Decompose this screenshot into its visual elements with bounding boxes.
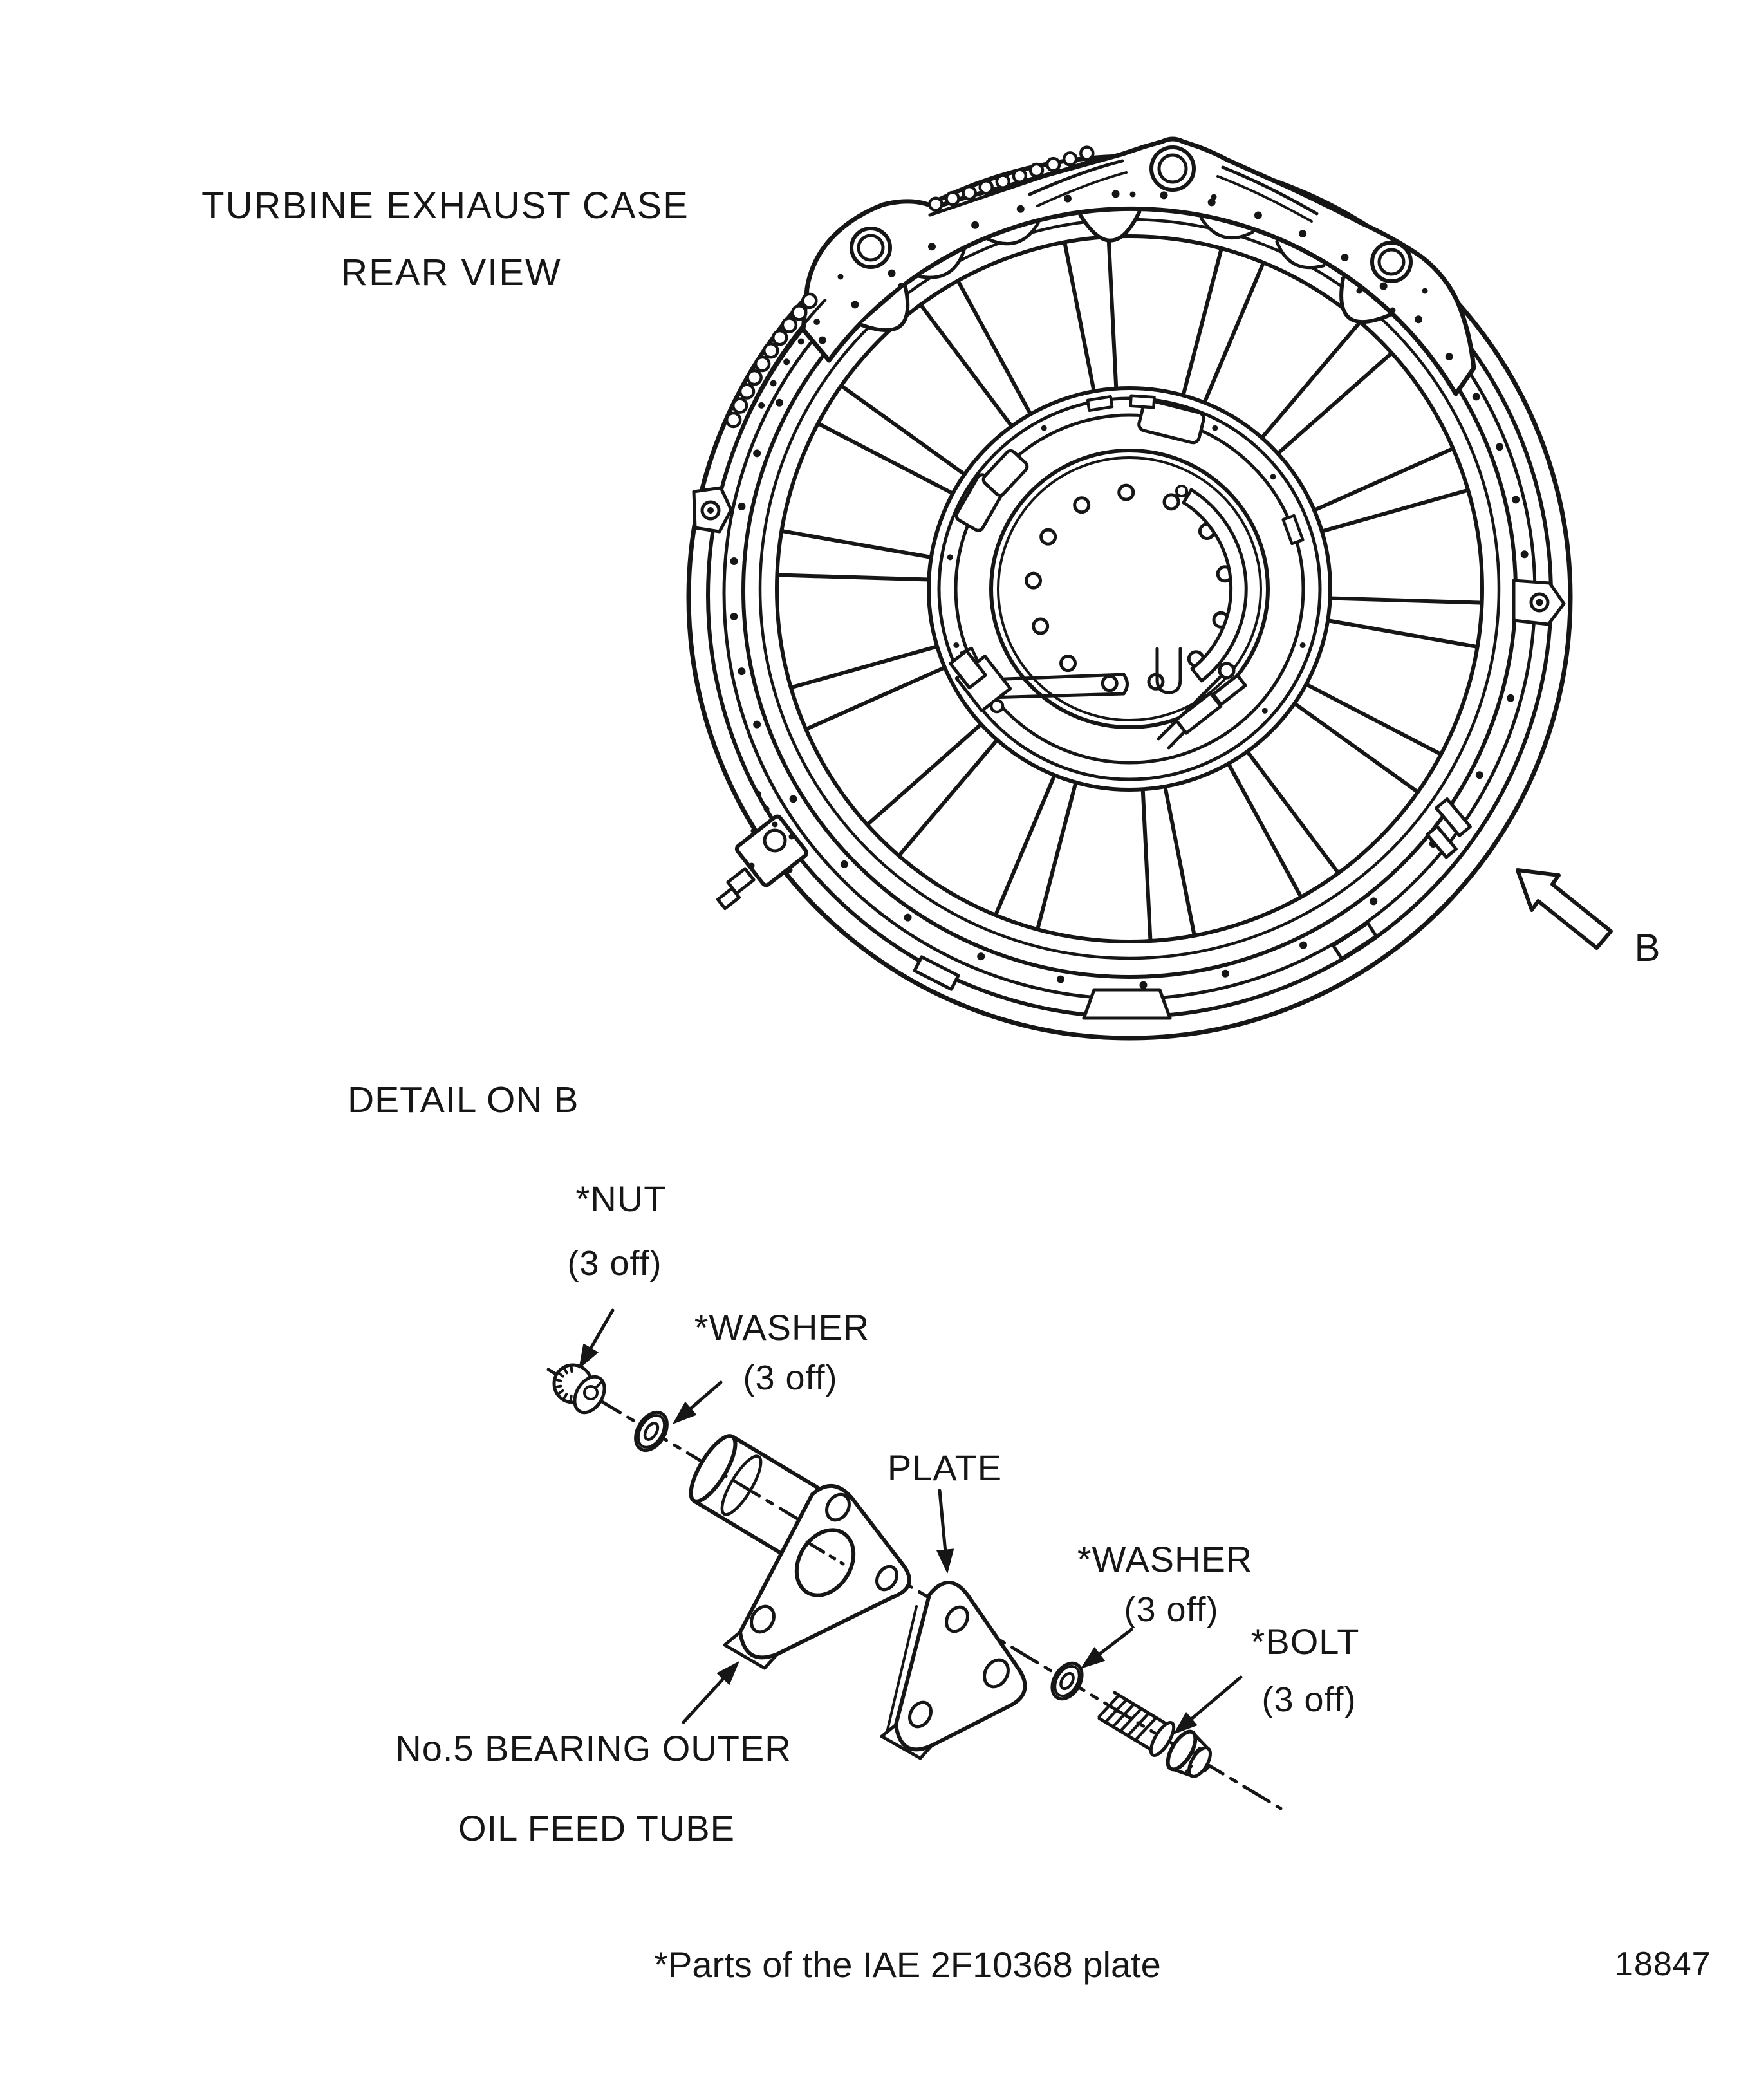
washer-upper-drawing (634, 1411, 669, 1452)
bracket-rivet-dots (818, 190, 1453, 361)
figure-number: 18847 (1615, 1946, 1711, 1983)
serrated-strip-top (928, 145, 1100, 217)
footnote: *Parts of the IAE 2F10368 plate (654, 1944, 1161, 1985)
nut-qty: (3 off) (567, 1244, 662, 1283)
bolt-label: *BOLT (1250, 1621, 1360, 1662)
bracket-notches (859, 210, 1391, 332)
nut-drawing (552, 1363, 606, 1415)
figure-title-line1: TURBINE EXHAUST CASE (201, 185, 689, 227)
washer-upper-label: *WASHER (694, 1307, 870, 1348)
view-b-letter: B (1634, 926, 1661, 969)
case-hub (927, 386, 1332, 792)
turbine-case-drawing (686, 136, 1613, 1041)
mount-lug-apex (1130, 145, 1217, 200)
rim-fittings (692, 486, 1566, 1020)
mount-lug-left (837, 227, 904, 289)
figure-title-line2: REAR VIEW (340, 252, 562, 293)
oil-tube-label-line1: No.5 BEARING OUTER (395, 1728, 792, 1769)
mount-lug-right (1356, 241, 1428, 313)
leader-arrows (579, 1308, 1243, 1734)
oil-feed-tube-drawing (689, 1434, 911, 1670)
washer-upper-qty: (3 off) (743, 1359, 838, 1397)
nut-label: *NUT (575, 1178, 667, 1219)
washer-lower-label: *WASHER (1077, 1539, 1253, 1579)
washer-lower-drawing (1050, 1661, 1084, 1701)
plate-label: PLATE (887, 1447, 1003, 1488)
installed-oil-feed-tube (949, 649, 1129, 714)
detail-b-drawing (546, 1308, 1283, 1810)
rim-bolt-dots (730, 393, 1529, 989)
latch-boss (716, 790, 809, 911)
washer-lower-qty: (3 off) (1124, 1590, 1219, 1629)
case-struts (775, 234, 1484, 943)
top-mount-bracket (801, 136, 1476, 396)
detail-heading: DETAIL ON B (348, 1079, 579, 1120)
serrated-strip-left (725, 292, 827, 443)
bolt-drawing (1097, 1691, 1212, 1778)
plate-drawing (880, 1581, 1027, 1760)
oil-tube-label-line2: OIL FEED TUBE (458, 1808, 735, 1848)
view-b-arrow-icon (1516, 868, 1613, 950)
bolt-qty: (3 off) (1261, 1680, 1357, 1719)
